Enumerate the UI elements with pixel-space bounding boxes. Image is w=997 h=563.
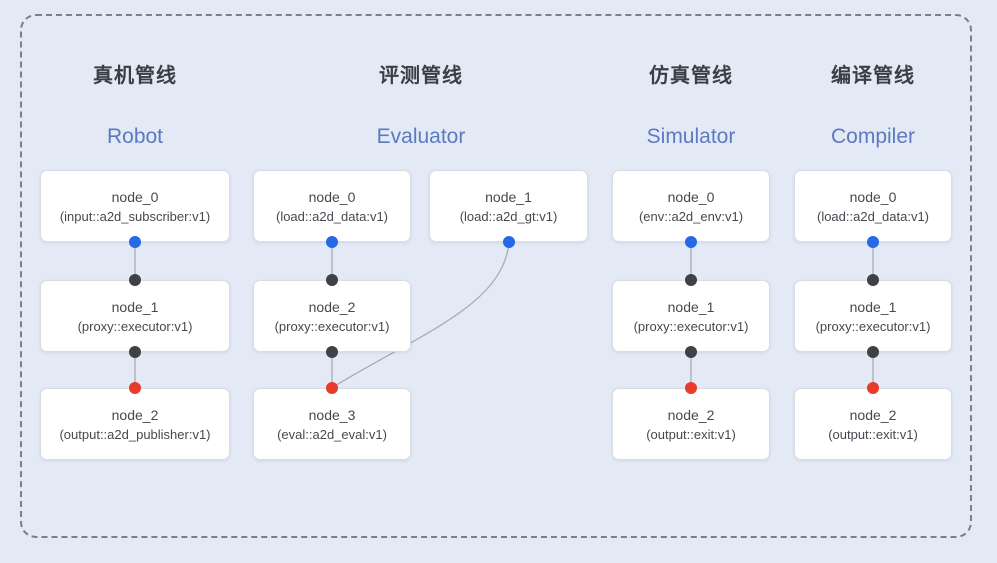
pipeline-title-en-compiler: Compiler <box>830 125 916 148</box>
node-type: (proxy::executor:v1) <box>815 318 931 334</box>
port-output-blue <box>685 236 697 248</box>
node-box-evaluator-node0: node_0 (load::a2d_data:v1) <box>253 170 411 242</box>
node-box-compiler-node2: node_2 (output::exit:v1) <box>794 388 952 460</box>
node-type: (load::a2d_gt:v1) <box>459 208 558 224</box>
node-name: node_1 <box>667 298 715 315</box>
pipeline-title-zh-robot: 真机管线 <box>93 65 177 87</box>
node-type: (proxy::executor:v1) <box>274 318 390 334</box>
node-type: (output::exit:v1) <box>828 426 918 442</box>
pipeline-title-zh-compiler: 编译管线 <box>831 65 915 87</box>
port-input-red <box>867 382 879 394</box>
port-output-blue <box>129 236 141 248</box>
port-dark <box>326 346 338 358</box>
node-name: node_1 <box>485 188 532 205</box>
node-box-evaluator-node1: node_1 (load::a2d_gt:v1) <box>429 170 588 242</box>
node-name: node_0 <box>111 188 159 205</box>
port-dark <box>867 274 879 286</box>
port-dark <box>685 274 697 286</box>
node-type: (load::a2d_data:v1) <box>816 208 930 224</box>
node-name: node_2 <box>308 298 356 315</box>
node-type: (eval::a2d_eval:v1) <box>277 426 387 442</box>
node-box-robot-node1: node_1 (proxy::executor:v1) <box>40 280 230 352</box>
port-output-blue <box>503 236 515 248</box>
pipeline-title-zh-evaluator: 评测管线 <box>379 65 463 87</box>
node-box-compiler-node0: node_0 (load::a2d_data:v1) <box>794 170 952 242</box>
port-input-red <box>129 382 141 394</box>
node-box-robot-node0: node_0 (input::a2d_subscriber:v1) <box>40 170 230 242</box>
pipeline-title-en-simulator: Simulator <box>646 125 736 148</box>
dashed-frame <box>20 14 972 538</box>
node-box-evaluator-node3: node_3 (eval::a2d_eval:v1) <box>253 388 411 460</box>
node-type: (input::a2d_subscriber:v1) <box>59 208 211 224</box>
node-box-simulator-node2: node_2 (output::exit:v1) <box>612 388 770 460</box>
pipeline-title-zh-simulator: 仿真管线 <box>649 65 733 87</box>
node-name: node_0 <box>308 188 356 205</box>
edge-evaluator-node1-node3 <box>332 242 510 388</box>
node-type: (env::a2d_env:v1) <box>638 208 744 224</box>
node-name: node_0 <box>849 188 897 205</box>
node-box-simulator-node0: node_0 (env::a2d_env:v1) <box>612 170 770 242</box>
node-type: (output::exit:v1) <box>646 426 736 442</box>
node-type: (proxy::executor:v1) <box>633 318 749 334</box>
node-name: node_0 <box>667 188 715 205</box>
node-box-compiler-node1: node_1 (proxy::executor:v1) <box>794 280 952 352</box>
node-box-simulator-node1: node_1 (proxy::executor:v1) <box>612 280 770 352</box>
port-dark <box>685 346 697 358</box>
pipeline-title-en-evaluator: Evaluator <box>376 125 466 148</box>
node-type: (output::a2d_publisher:v1) <box>59 426 211 442</box>
port-dark <box>326 274 338 286</box>
port-output-blue <box>867 236 879 248</box>
port-dark <box>129 274 141 286</box>
node-type: (load::a2d_data:v1) <box>275 208 389 224</box>
port-input-red <box>326 382 338 394</box>
node-box-robot-node2: node_2 (output::a2d_publisher:v1) <box>40 388 230 460</box>
port-output-blue <box>326 236 338 248</box>
port-input-red <box>685 382 697 394</box>
pipeline-title-en-robot: Robot <box>106 125 164 148</box>
port-dark <box>129 346 141 358</box>
node-name: node_2 <box>667 406 715 423</box>
node-name: node_1 <box>111 298 159 315</box>
node-name: node_1 <box>849 298 897 315</box>
node-name: node_2 <box>849 406 897 423</box>
port-dark <box>867 346 879 358</box>
node-name: node_2 <box>111 406 159 423</box>
node-name: node_3 <box>308 406 356 423</box>
node-box-evaluator-node2: node_2 (proxy::executor:v1) <box>253 280 411 352</box>
node-type: (proxy::executor:v1) <box>77 318 193 334</box>
